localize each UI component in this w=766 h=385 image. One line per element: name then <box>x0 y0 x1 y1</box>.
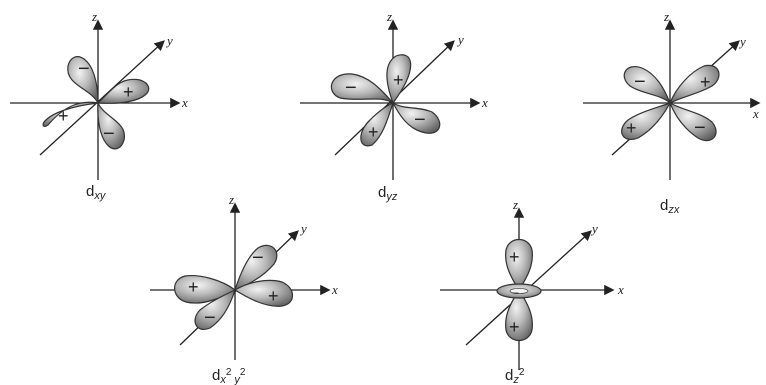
orbital-label: dz2 <box>505 367 525 385</box>
orbital-dxy: y x z − + − + dxy <box>10 9 188 202</box>
lobe-upper-left <box>67 56 99 104</box>
x-axis-label: x <box>181 95 188 110</box>
orbital-dyz: y x z + − + − dyz <box>300 9 488 203</box>
label-main: d <box>505 367 513 384</box>
orbital-label: dxy <box>86 183 107 202</box>
sign-plus: + <box>393 70 404 90</box>
lobe-lower-left <box>194 288 236 330</box>
label-main: d <box>660 197 668 214</box>
y-axis-label: y <box>590 221 598 236</box>
lobe-upper-right <box>386 54 412 105</box>
lobe-left <box>330 73 394 104</box>
orbital-dz2: y x z + + − dz2 <box>440 197 624 385</box>
sign-minus: − <box>512 286 519 300</box>
x-axis-label: x <box>331 282 338 297</box>
z-axis-label: z <box>228 192 234 207</box>
label-main: d <box>212 367 220 384</box>
sign-minus: − <box>414 109 426 131</box>
orbital-label: dyz <box>378 184 398 203</box>
sign-minus: − <box>252 247 264 269</box>
lobe-lower-right <box>668 101 717 142</box>
sign-plus: + <box>368 122 379 142</box>
label-subscript: y <box>233 374 241 385</box>
lobe-right <box>391 101 441 134</box>
sign-minus: − <box>694 117 706 139</box>
lobe-right <box>233 279 294 307</box>
lobe-upper-left <box>623 66 671 104</box>
sign-minus: − <box>204 307 216 329</box>
y-axis-label: y <box>738 34 746 49</box>
sign-minus: − <box>634 71 646 93</box>
lobe-lower-left <box>42 101 99 127</box>
label-subscript: xy <box>93 190 107 202</box>
orbital-label: dx2y2 <box>212 367 246 385</box>
sign-plus: + <box>626 118 637 138</box>
y-axis <box>39 40 165 156</box>
sign-minus: − <box>78 58 90 80</box>
label-main: d <box>378 184 386 201</box>
orbital-label: dzx <box>660 197 680 216</box>
y-axis-label: y <box>165 33 173 48</box>
label-main: d <box>86 183 94 200</box>
sign-plus: + <box>188 277 199 297</box>
y-axis-label: y <box>456 32 464 47</box>
lobe-up <box>505 238 533 292</box>
torus-hole <box>509 287 529 294</box>
sign-plus: + <box>700 72 711 92</box>
lobe-lower-right <box>97 102 125 150</box>
orbital-dzx: y x z − + − + dzx <box>583 9 761 216</box>
x-axis-label: x <box>481 95 488 110</box>
lobe-upper-right <box>96 78 150 104</box>
lobe-down <box>505 288 533 342</box>
lobe-upper-right <box>234 244 278 292</box>
x-axis-label: x <box>752 106 759 121</box>
lobe-upper-right <box>668 64 720 105</box>
z-axis-label: z <box>663 9 669 24</box>
z-axis-label: z <box>512 197 518 212</box>
label-superscript: 2 <box>226 367 232 378</box>
sign-plus: + <box>509 247 520 267</box>
sign-plus: + <box>58 106 69 126</box>
z-axis-label: z <box>91 9 97 24</box>
y-axis-label: y <box>299 221 307 236</box>
sign-plus: + <box>509 317 520 337</box>
lobe-lower-left <box>360 101 394 147</box>
z-axis-label: z <box>386 9 392 24</box>
label-superscript: 2 <box>240 367 246 378</box>
lobe-left <box>174 275 237 304</box>
sign-plus: + <box>268 286 279 306</box>
orbital-dx2-y2: y x z + − + − dx2y2 <box>150 192 338 385</box>
label-subscript: x <box>219 374 226 385</box>
sign-plus: + <box>123 82 134 102</box>
x-axis-label: x <box>617 282 624 297</box>
label-superscript: 2 <box>519 367 525 378</box>
lobe-lower-left <box>621 101 672 140</box>
label-subscript: zx <box>667 204 680 216</box>
label-subscript: yz <box>385 191 398 203</box>
sign-minus: − <box>103 123 115 145</box>
label-subscript: z <box>512 374 519 385</box>
sign-minus: − <box>345 77 357 99</box>
